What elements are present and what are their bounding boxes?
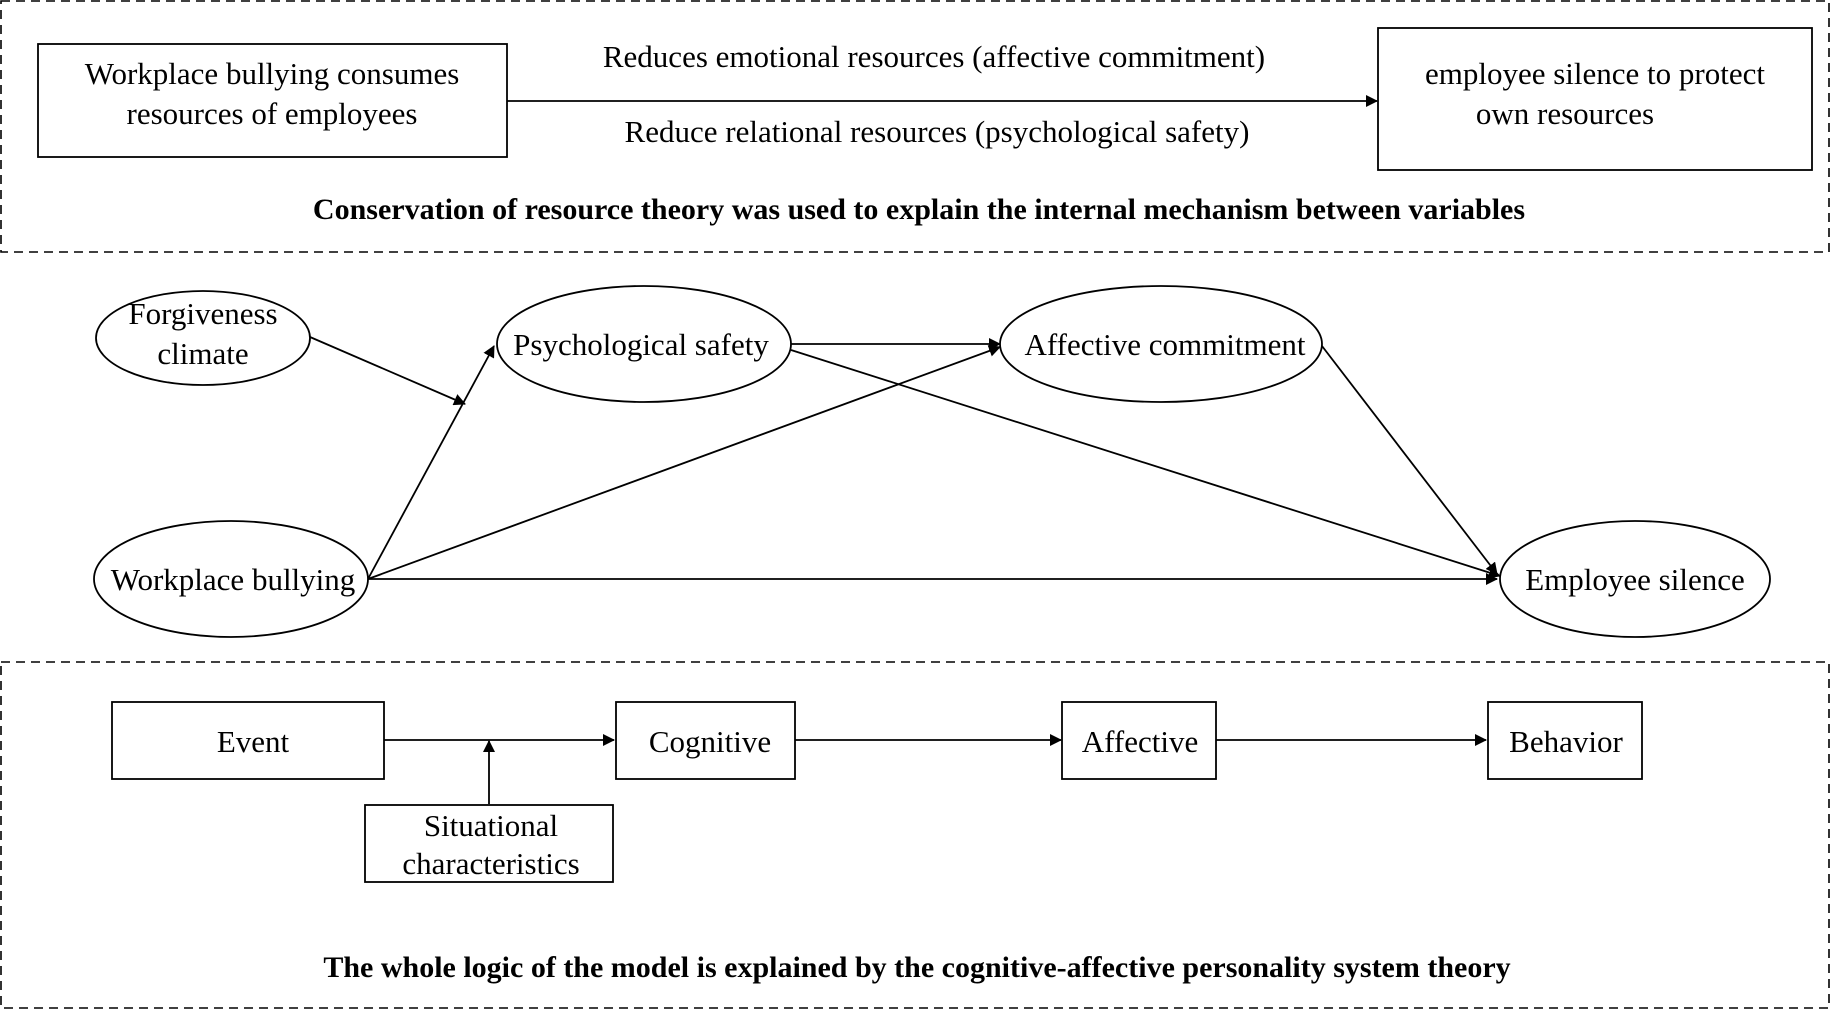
workplace-bullying-label: Workplace bullying bbox=[111, 562, 356, 597]
situational-label-line1: Situational bbox=[424, 808, 558, 843]
psychological-safety-label: Psychological safety bbox=[513, 327, 769, 362]
situational-label-line2: characteristics bbox=[402, 846, 579, 881]
node-workplace-bullying bbox=[93, 520, 369, 638]
target-box-employee-silence bbox=[1377, 27, 1813, 171]
event-label: Event bbox=[217, 724, 290, 759]
top-dashed-frame bbox=[0, 0, 1830, 253]
employee-silence-label: Employee silence bbox=[1525, 562, 1745, 597]
affective-box bbox=[1061, 701, 1217, 780]
top-section-caption: Conservation of resource theory was used… bbox=[313, 193, 1525, 226]
node-affective-commitment bbox=[999, 285, 1323, 403]
forgiveness-label-line2: climate bbox=[157, 336, 248, 371]
arrow-forgiveness-to-path bbox=[309, 336, 466, 406]
node-employee-silence bbox=[1499, 520, 1771, 638]
situational-characteristics-box bbox=[364, 804, 614, 883]
source-box-bullying-consumes-resources bbox=[37, 43, 508, 158]
arrow-affective-commitment-to-employee-silence bbox=[1321, 345, 1498, 575]
affective-label: Affective bbox=[1082, 724, 1198, 759]
node-forgiveness-climate bbox=[95, 290, 311, 386]
affective-commitment-label: Affective commitment bbox=[1025, 327, 1306, 362]
behavior-label: Behavior bbox=[1509, 724, 1623, 759]
event-box bbox=[111, 701, 385, 780]
arrow-bullying-to-psychological-safety bbox=[367, 345, 495, 580]
bottom-dashed-frame bbox=[0, 661, 1830, 1009]
arrow-bullying-to-affective-commitment bbox=[367, 345, 1001, 580]
arrow-psychological-safety-to-employee-silence bbox=[790, 349, 1501, 579]
arrow-label-emotional-resources: Reduces emotional resources (affective c… bbox=[603, 39, 1265, 74]
cognitive-label: Cognitive bbox=[649, 724, 771, 759]
bottom-section-caption: The whole logic of the model is explaine… bbox=[323, 951, 1510, 984]
node-psychological-safety bbox=[496, 285, 792, 403]
source-box-line2: resources of employees bbox=[127, 96, 418, 131]
cognitive-box bbox=[615, 701, 796, 780]
forgiveness-label-line1: Forgiveness bbox=[128, 296, 277, 331]
behavior-box bbox=[1487, 701, 1643, 780]
arrow-label-relational-resources: Reduce relational resources (psychologic… bbox=[625, 114, 1250, 149]
target-box-line2: own resources bbox=[1476, 96, 1654, 131]
target-box-line1: employee silence to protect bbox=[1425, 56, 1765, 91]
source-box-line1: Workplace bullying consumes bbox=[85, 56, 460, 91]
